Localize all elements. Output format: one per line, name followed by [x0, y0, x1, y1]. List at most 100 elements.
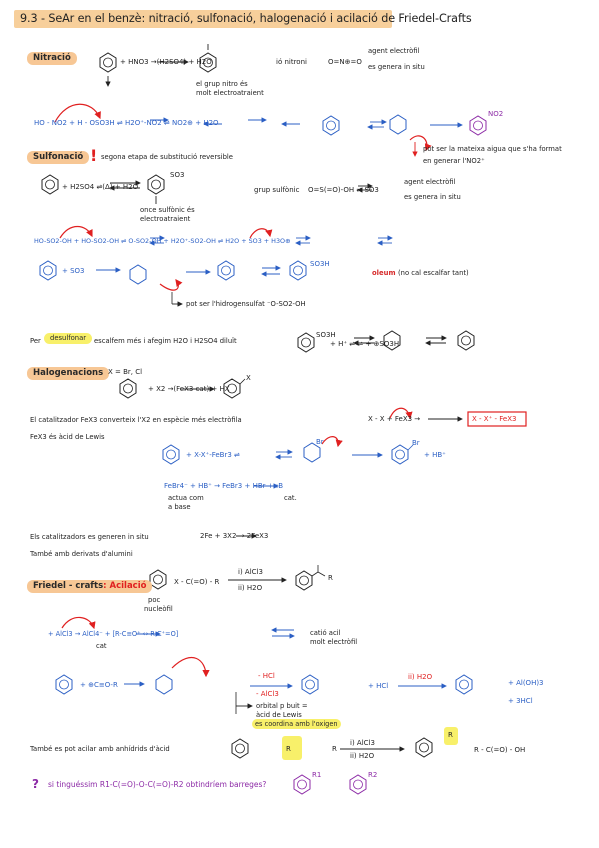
benzene-ring: [149, 569, 167, 590]
anhydride-step-2: ii) H2O: [350, 752, 375, 760]
nitronium-note-electrophile: agent electròfil: [368, 47, 420, 55]
benzenesulfonic-acid-ring: [289, 260, 307, 281]
catalyst-note: El catalitzador FeX3 converteix l'X2 en …: [30, 416, 242, 424]
anhydride-note: També es pot acilar amb anhídrids d'àcid: [30, 745, 170, 753]
question-mark: ?: [32, 777, 39, 791]
nitro-group-note-2: molt electroatraient: [196, 89, 264, 97]
plus-hcl: + HCl: [368, 682, 389, 690]
section-label-halogenacions: Halogenacions: [27, 367, 110, 380]
aluminium-hydroxide: + Al(OH)3: [508, 679, 544, 687]
benzene-ring: [39, 260, 57, 281]
title-highlight: [14, 10, 392, 28]
sulfonic-group-label: grup sulfònic: [254, 186, 300, 194]
benzene-ring: [231, 738, 249, 759]
sulfonation-reaction: + H2SO4 ⇌(Δ) + H2O: [62, 183, 139, 191]
product-r2-label: R2: [368, 771, 378, 779]
empty-orbital-note-1: orbital p buit =: [256, 702, 308, 710]
empty-orbital-note-2: àcid de Lewis: [256, 711, 302, 719]
in-situ-catalyst-note: Els catalitzadors es generen in situ: [30, 533, 149, 541]
desulfonation-products: + H⁺ ⇌ ⇌ + ⊕SO3H: [330, 340, 400, 348]
product-r1-label: R1: [312, 771, 322, 779]
so3-formula: O=S(=O)-OH ⇌ SO3: [308, 186, 379, 194]
acylation-mechanism: + ⊕C≡O-R: [80, 681, 118, 689]
base-note-2: a base: [168, 503, 191, 511]
so3-note-in-situ: es genera in situ: [404, 193, 461, 201]
benzene-ring: [162, 444, 180, 465]
bromobenzene-ring: [391, 444, 409, 465]
nitro-product-label: NO2: [488, 110, 504, 118]
nitronium-formula: O=N⊕=O: [328, 58, 362, 66]
catalyst-note-cat: cat.: [284, 494, 297, 502]
sulfonic-note-1: once sulfònic és: [140, 206, 195, 214]
nitronium-ion-label: ió nitroni: [276, 58, 307, 66]
nitration-reaction: + HNO3 →(H2SO4) + H2O: [120, 58, 212, 66]
base-note-1: pot ser la mateixa aigua que s'ha format: [423, 145, 562, 153]
sulfonic-note-2: electroatraient: [140, 215, 191, 223]
benzene-ring: [199, 52, 217, 73]
aluminium-derivatives-note: També amb derivats d'alumini: [30, 550, 133, 558]
nitrobenzene-ring: [469, 115, 487, 136]
benzenesulfonic-acid-ring: [297, 332, 315, 353]
poor-nucleophile-1: poc: [148, 596, 161, 604]
step-2-h2o: ii) H2O: [238, 584, 263, 592]
carboxylic-acid-byproduct: R - C(=O) - OH: [474, 746, 526, 754]
sulfonation-mechanism: + SO3: [62, 267, 85, 275]
benzene-ring: [322, 115, 340, 136]
benzene-ring: [41, 174, 59, 195]
section-label-nitracio: Nitració: [27, 52, 77, 65]
lewis-acid-note: FeX3 és àcid de Lewis: [30, 433, 105, 441]
sigma-complex-ring: [383, 330, 401, 351]
so3h-label: SO3H: [310, 260, 330, 268]
desulfonar-conditions: escalfem més i afegim H2O i H2SO4 diluït: [94, 337, 237, 345]
sigma-complex-ring: [129, 264, 147, 285]
halobenzene-ring: [223, 378, 241, 399]
halogenation-products: + HB⁺: [424, 451, 446, 459]
activated-halogen-boxed: X - X⁺ - FeX3: [472, 415, 517, 423]
poor-nucleophile-2: nucleòfil: [144, 605, 173, 613]
aryl-ketone-ring: [295, 570, 313, 591]
so3-generation: HO-SO2-OH + HO-SO2-OH ⇌ O-SO2-OH + H2O⁺-…: [34, 237, 291, 245]
benzene-ring: [119, 378, 137, 399]
sigma-complex-ring: [303, 442, 321, 463]
catalyst-label: cat: [96, 642, 107, 650]
anhydride-step-1: i) AlCl3: [350, 739, 375, 747]
oleum-note: (no cal escalfar tant): [398, 269, 469, 277]
acylium-note-2: molt electròfil: [310, 638, 358, 646]
halogen-definition: X = Br, Cl: [108, 368, 143, 376]
product-r-label: R: [328, 574, 333, 582]
halogenation-mechanism: + X-X⁺-FeBr3 ⇌: [186, 451, 240, 459]
desulfonar-highlight: desulfonar: [44, 333, 93, 344]
complexed-ketone-ring: [301, 674, 319, 695]
mixed-anhydride-question: si tinguéssim R1-C(=O)-O-C(=O)-R2 obtind…: [48, 780, 267, 789]
base-note-1: actua com: [168, 494, 204, 502]
acyl-halide-reagent: X - C(=O) - R: [174, 578, 220, 586]
product-ring-2: [349, 774, 367, 795]
bromobenzene-br-label: Br: [412, 439, 420, 447]
acylium-formation: + AlCl3 → AlCl4⁻ + [R-C≡O⁺ ↔ R-C⁺=O]: [48, 630, 179, 638]
step-1-alcl3: i) AlCl3: [238, 568, 263, 576]
sigma-complex-ring: [389, 114, 407, 135]
catalyst-regeneration: FeBr4⁻ + HB⁺ → FeBr3 + HBr + :B: [164, 482, 283, 490]
friedel-crafts-label: Friedel - crafts: [33, 581, 104, 591]
aryl-ketone-ring: [455, 674, 473, 695]
oleum-label: oleum: [372, 269, 396, 277]
minus-alcl3: - AlCl3: [256, 690, 279, 698]
so3-note-electrophile: agent electròfil: [404, 178, 456, 186]
page-title: 9.3 - SeAr en el benzè: nitració, sulfon…: [20, 12, 472, 25]
section-label-friedel-crafts: Friedel - crafts: Acilació: [27, 580, 153, 593]
halogenation-reaction: + X2 →(FeX3 cat) + HX: [148, 385, 230, 393]
anhydride-r1: R: [286, 745, 291, 753]
benzene-ring: [55, 674, 73, 695]
section-label-sulfonacio: Sulfonació: [27, 151, 90, 164]
sigma-br-label: Br: [316, 438, 324, 446]
hydrolysis-step: ii) H2O: [408, 673, 433, 681]
reversible-note: segona etapa de substitució reversible: [101, 153, 233, 161]
nitronium-generation: HO - NO2 + H - OSO3H ⇌ H2O⁺-NO2 ⇌ NO2⊕ +…: [34, 119, 219, 127]
warning-mark: !: [90, 146, 98, 165]
benzene-ring: [457, 330, 475, 351]
benzenesulfonate-ring: [217, 260, 235, 281]
minus-hcl: - HCl: [258, 672, 275, 680]
hydrogensulfate-note: pot ser l'hidrogensulfat ⁻O-SO2-OH: [186, 300, 306, 308]
so3-label: SO3: [170, 171, 185, 179]
